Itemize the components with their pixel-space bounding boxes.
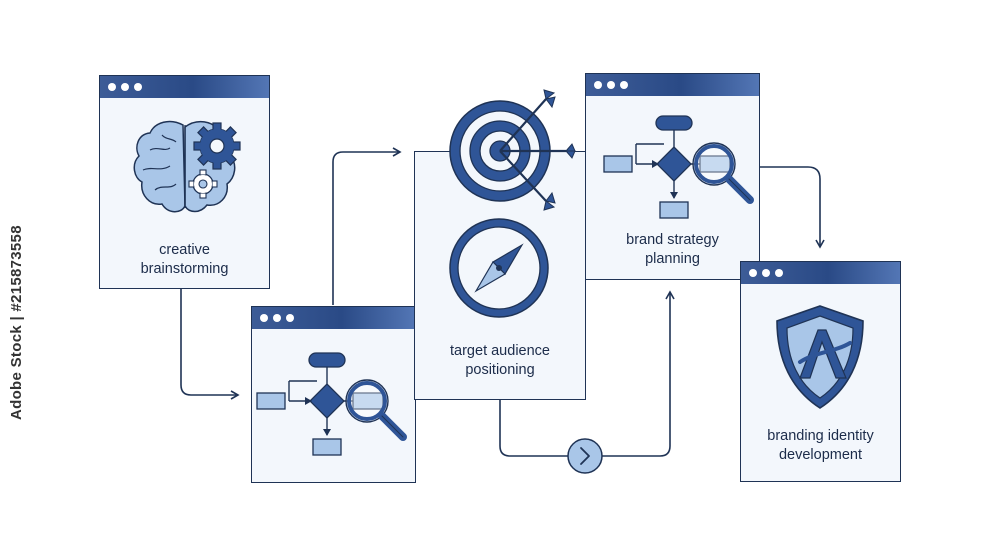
window-dot bbox=[286, 314, 294, 322]
compass-icon bbox=[449, 218, 549, 318]
label-line: development bbox=[778, 447, 863, 463]
label-creative-brainstorming: creative brainstorming bbox=[100, 241, 269, 279]
window-dot bbox=[594, 81, 602, 89]
connector-flow-to-target bbox=[332, 147, 402, 305]
stock-watermark: Adobe Stock | #215873558 bbox=[8, 225, 25, 420]
label-line: brainstorming bbox=[140, 261, 229, 277]
window-dot bbox=[260, 314, 268, 322]
window-titlebar bbox=[252, 307, 415, 329]
flowchart-magnifier-icon bbox=[604, 116, 750, 218]
label-line: brand strategy bbox=[626, 232, 719, 248]
flowchart-magnifier-icon bbox=[257, 353, 403, 455]
window-dot bbox=[121, 83, 129, 91]
window-dot bbox=[749, 269, 757, 277]
label-line: creative bbox=[159, 242, 210, 258]
connector-strategy-to-identity bbox=[760, 166, 825, 249]
window-dot bbox=[134, 83, 142, 91]
label-line: positioning bbox=[465, 362, 535, 378]
label-branding-identity: branding identity development bbox=[741, 427, 900, 465]
connector-brainstorm-to-flow bbox=[180, 288, 240, 400]
label-brand-strategy: brand strategy planning bbox=[586, 231, 759, 269]
window-dot bbox=[273, 314, 281, 322]
target-arrows-icon bbox=[449, 89, 576, 211]
shield-logo-icon bbox=[776, 305, 864, 409]
window-dot bbox=[762, 269, 770, 277]
label-line: planning bbox=[645, 251, 700, 267]
window-dot bbox=[607, 81, 615, 89]
window-dot bbox=[108, 83, 116, 91]
next-arrow-icon bbox=[567, 438, 603, 474]
label-line: branding identity bbox=[767, 428, 874, 444]
window-titlebar bbox=[586, 74, 759, 96]
label-target-audience: target audience positioning bbox=[415, 342, 585, 380]
window-titlebar bbox=[741, 262, 900, 284]
window-dot bbox=[775, 269, 783, 277]
window-titlebar bbox=[100, 76, 269, 98]
window-dot bbox=[620, 81, 628, 89]
label-line: target audience bbox=[450, 343, 550, 359]
brain-gears-icon bbox=[133, 120, 241, 213]
